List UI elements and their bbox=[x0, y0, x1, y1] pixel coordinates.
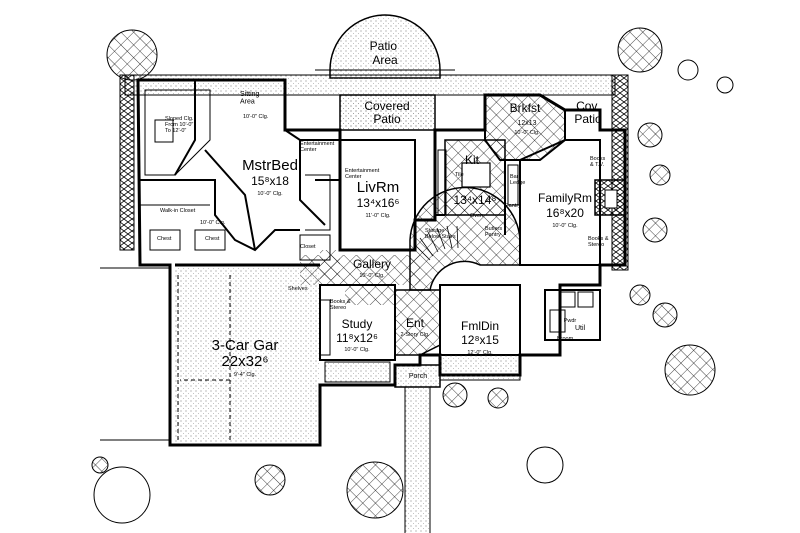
brkfst-clg: 10'-0" Clg. bbox=[514, 130, 540, 136]
util-label: Util bbox=[575, 325, 586, 332]
sitting-area-clg: 10'-0" Clg. bbox=[243, 114, 269, 120]
familyrm-clg: 10'-0" Clg. bbox=[552, 223, 578, 229]
garage-dims: 22x32⁶ bbox=[221, 353, 268, 370]
brkfst-dims: 12x13 bbox=[517, 120, 536, 127]
pwdr-label: Pwdr bbox=[564, 318, 577, 324]
broom-note: Broom bbox=[557, 336, 574, 342]
utility bbox=[544, 289, 601, 341]
chest-right-note: Chest bbox=[205, 236, 220, 242]
cov-patio-label: Cov.Patio bbox=[574, 99, 602, 126]
mstrbed-clg: 10'-0" Clg. bbox=[257, 191, 283, 197]
porch bbox=[394, 364, 441, 533]
familyrm-dims: 16⁸x20 bbox=[546, 206, 584, 220]
pantry-note: Pantry bbox=[505, 203, 521, 209]
books-stereo-study-note: Books &Stereo bbox=[330, 299, 351, 311]
study-label: Study bbox=[342, 317, 373, 331]
closet-clg-note: 10'-0" Clg. bbox=[200, 220, 226, 226]
ent-note: 2-Story Clg. bbox=[400, 332, 430, 338]
chest-left-note: Chest bbox=[157, 236, 172, 242]
shelves-note: Shelves bbox=[288, 286, 308, 292]
ent-label: Ent bbox=[406, 316, 425, 330]
livrm-dims: 13⁴x16⁶ bbox=[357, 196, 400, 210]
livrm-label: LivRm bbox=[357, 179, 400, 196]
livrm-clg: 11'-0" Clg. bbox=[366, 213, 391, 219]
gallery bbox=[300, 186, 521, 305]
kit-label: Kit bbox=[465, 153, 480, 167]
master-suite bbox=[140, 80, 340, 252]
fmldin-label: FmlDin bbox=[461, 319, 499, 333]
gallery-clg: 10'-0" Clg. bbox=[359, 273, 385, 279]
brkfst-label: Brkfst bbox=[510, 101, 541, 115]
mstrbed-dims: 15⁸x18 bbox=[251, 174, 289, 188]
walk-in-closet-note: Walk-in Closet bbox=[160, 208, 196, 214]
closet-note: Closet bbox=[300, 244, 316, 250]
patio-area bbox=[315, 14, 455, 79]
oven-note: Oven bbox=[470, 213, 483, 219]
familyrm-label: FamilyRm bbox=[538, 191, 592, 205]
landscaping bbox=[91, 27, 734, 524]
entry bbox=[394, 289, 441, 356]
books-stereo-fam-note: Books &Stereo bbox=[588, 236, 609, 248]
kit-dims: 13⁴x14⁸ bbox=[454, 193, 497, 207]
books-tv-note: Books& T.V. bbox=[590, 156, 606, 168]
staircase bbox=[414, 225, 459, 261]
garage bbox=[100, 263, 320, 445]
study-dims: 11⁸x12⁶ bbox=[336, 331, 378, 345]
mstrbed-label: MstrBed bbox=[242, 157, 298, 174]
gallery-label: Gallery bbox=[353, 257, 391, 271]
formal-dining bbox=[439, 284, 521, 381]
garage-label: 3-Car Gar bbox=[212, 337, 279, 354]
porch-label: Porch bbox=[409, 373, 427, 380]
fmldin-dims: 12⁸x15 bbox=[461, 333, 499, 347]
tile-note: Tile bbox=[455, 172, 464, 178]
study-clg: 10'-0" Clg. bbox=[344, 347, 370, 353]
garage-clg: 9'-4" Clg. bbox=[234, 372, 257, 378]
fmldin-clg: 12'-0" Clg. bbox=[467, 350, 493, 356]
patio-area-label: Patio Area bbox=[370, 39, 401, 67]
sloped-clg-note: Sloped Clg.From 10'-0"To 12'-0" bbox=[165, 116, 194, 134]
